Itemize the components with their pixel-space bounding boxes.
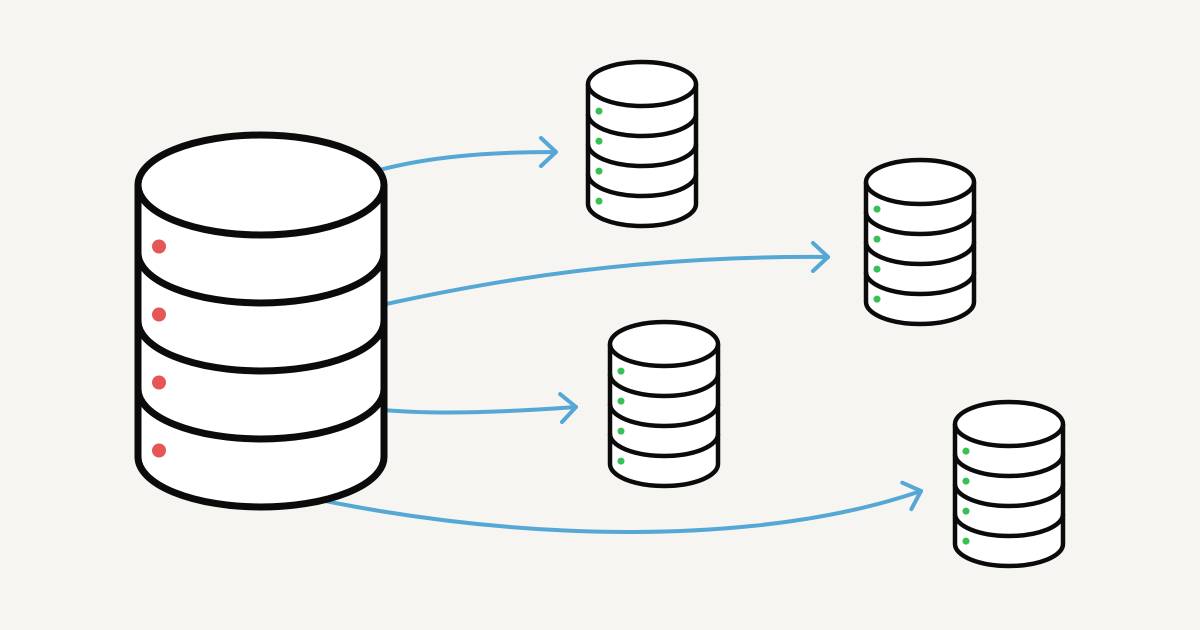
status-indicator-dot <box>873 295 881 303</box>
database-segment-divider <box>134 388 388 443</box>
status-indicator-dot <box>152 239 166 254</box>
database-body <box>134 185 388 511</box>
status-indicator-dot <box>962 537 970 545</box>
arrowhead-icon <box>558 392 578 425</box>
database-segment-divider <box>607 403 721 429</box>
status-indicator-dot <box>595 167 603 175</box>
database-segment-divider <box>585 173 699 199</box>
arrowhead-icon <box>539 136 558 168</box>
arrowhead-icon <box>811 241 830 273</box>
status-indicator-dot <box>595 137 603 145</box>
databases-layer <box>134 59 1066 569</box>
database-segment-divider <box>607 433 721 459</box>
database-segment-divider <box>134 320 388 375</box>
status-indicator-dot <box>873 265 881 273</box>
status-indicator-dot <box>617 397 625 405</box>
target-database-1 <box>585 59 699 229</box>
status-indicator-dot <box>595 197 603 205</box>
database-segment-divider <box>952 453 1066 479</box>
status-indicator-dot <box>152 375 166 390</box>
database-body <box>863 182 977 327</box>
database-top-cap <box>607 319 721 369</box>
database-body <box>952 424 1066 569</box>
database-top-cap <box>585 59 699 109</box>
database-top-cap <box>952 399 1066 449</box>
status-indicator-dot <box>617 457 625 465</box>
status-indicator-dot <box>962 477 970 485</box>
status-indicator-dot <box>595 107 603 115</box>
database-segment-divider <box>952 513 1066 539</box>
target-database-2 <box>863 157 977 327</box>
arrowhead-icon <box>900 480 923 512</box>
status-indicator-dot <box>873 235 881 243</box>
database-segment-divider <box>585 143 699 169</box>
database-top-cap <box>134 131 388 239</box>
status-indicator-dot <box>962 507 970 515</box>
target-database-3 <box>607 319 721 489</box>
database-segment-divider <box>607 373 721 399</box>
status-indicator-dot <box>152 307 166 322</box>
database-segment-divider <box>585 113 699 139</box>
target-database-4 <box>952 399 1066 569</box>
database-body <box>585 84 699 229</box>
status-indicator-dot <box>152 443 166 458</box>
database-segment-divider <box>952 483 1066 509</box>
database-segment-divider <box>863 271 977 297</box>
source-database <box>134 131 388 511</box>
status-indicator-dot <box>873 205 881 213</box>
database-segment-divider <box>863 241 977 267</box>
status-indicator-dot <box>617 367 625 375</box>
database-top-cap <box>863 157 977 207</box>
database-segment-divider <box>863 211 977 237</box>
status-indicator-dot <box>617 427 625 435</box>
status-indicator-dot <box>962 447 970 455</box>
database-body <box>607 344 721 489</box>
database-segment-divider <box>134 252 388 307</box>
